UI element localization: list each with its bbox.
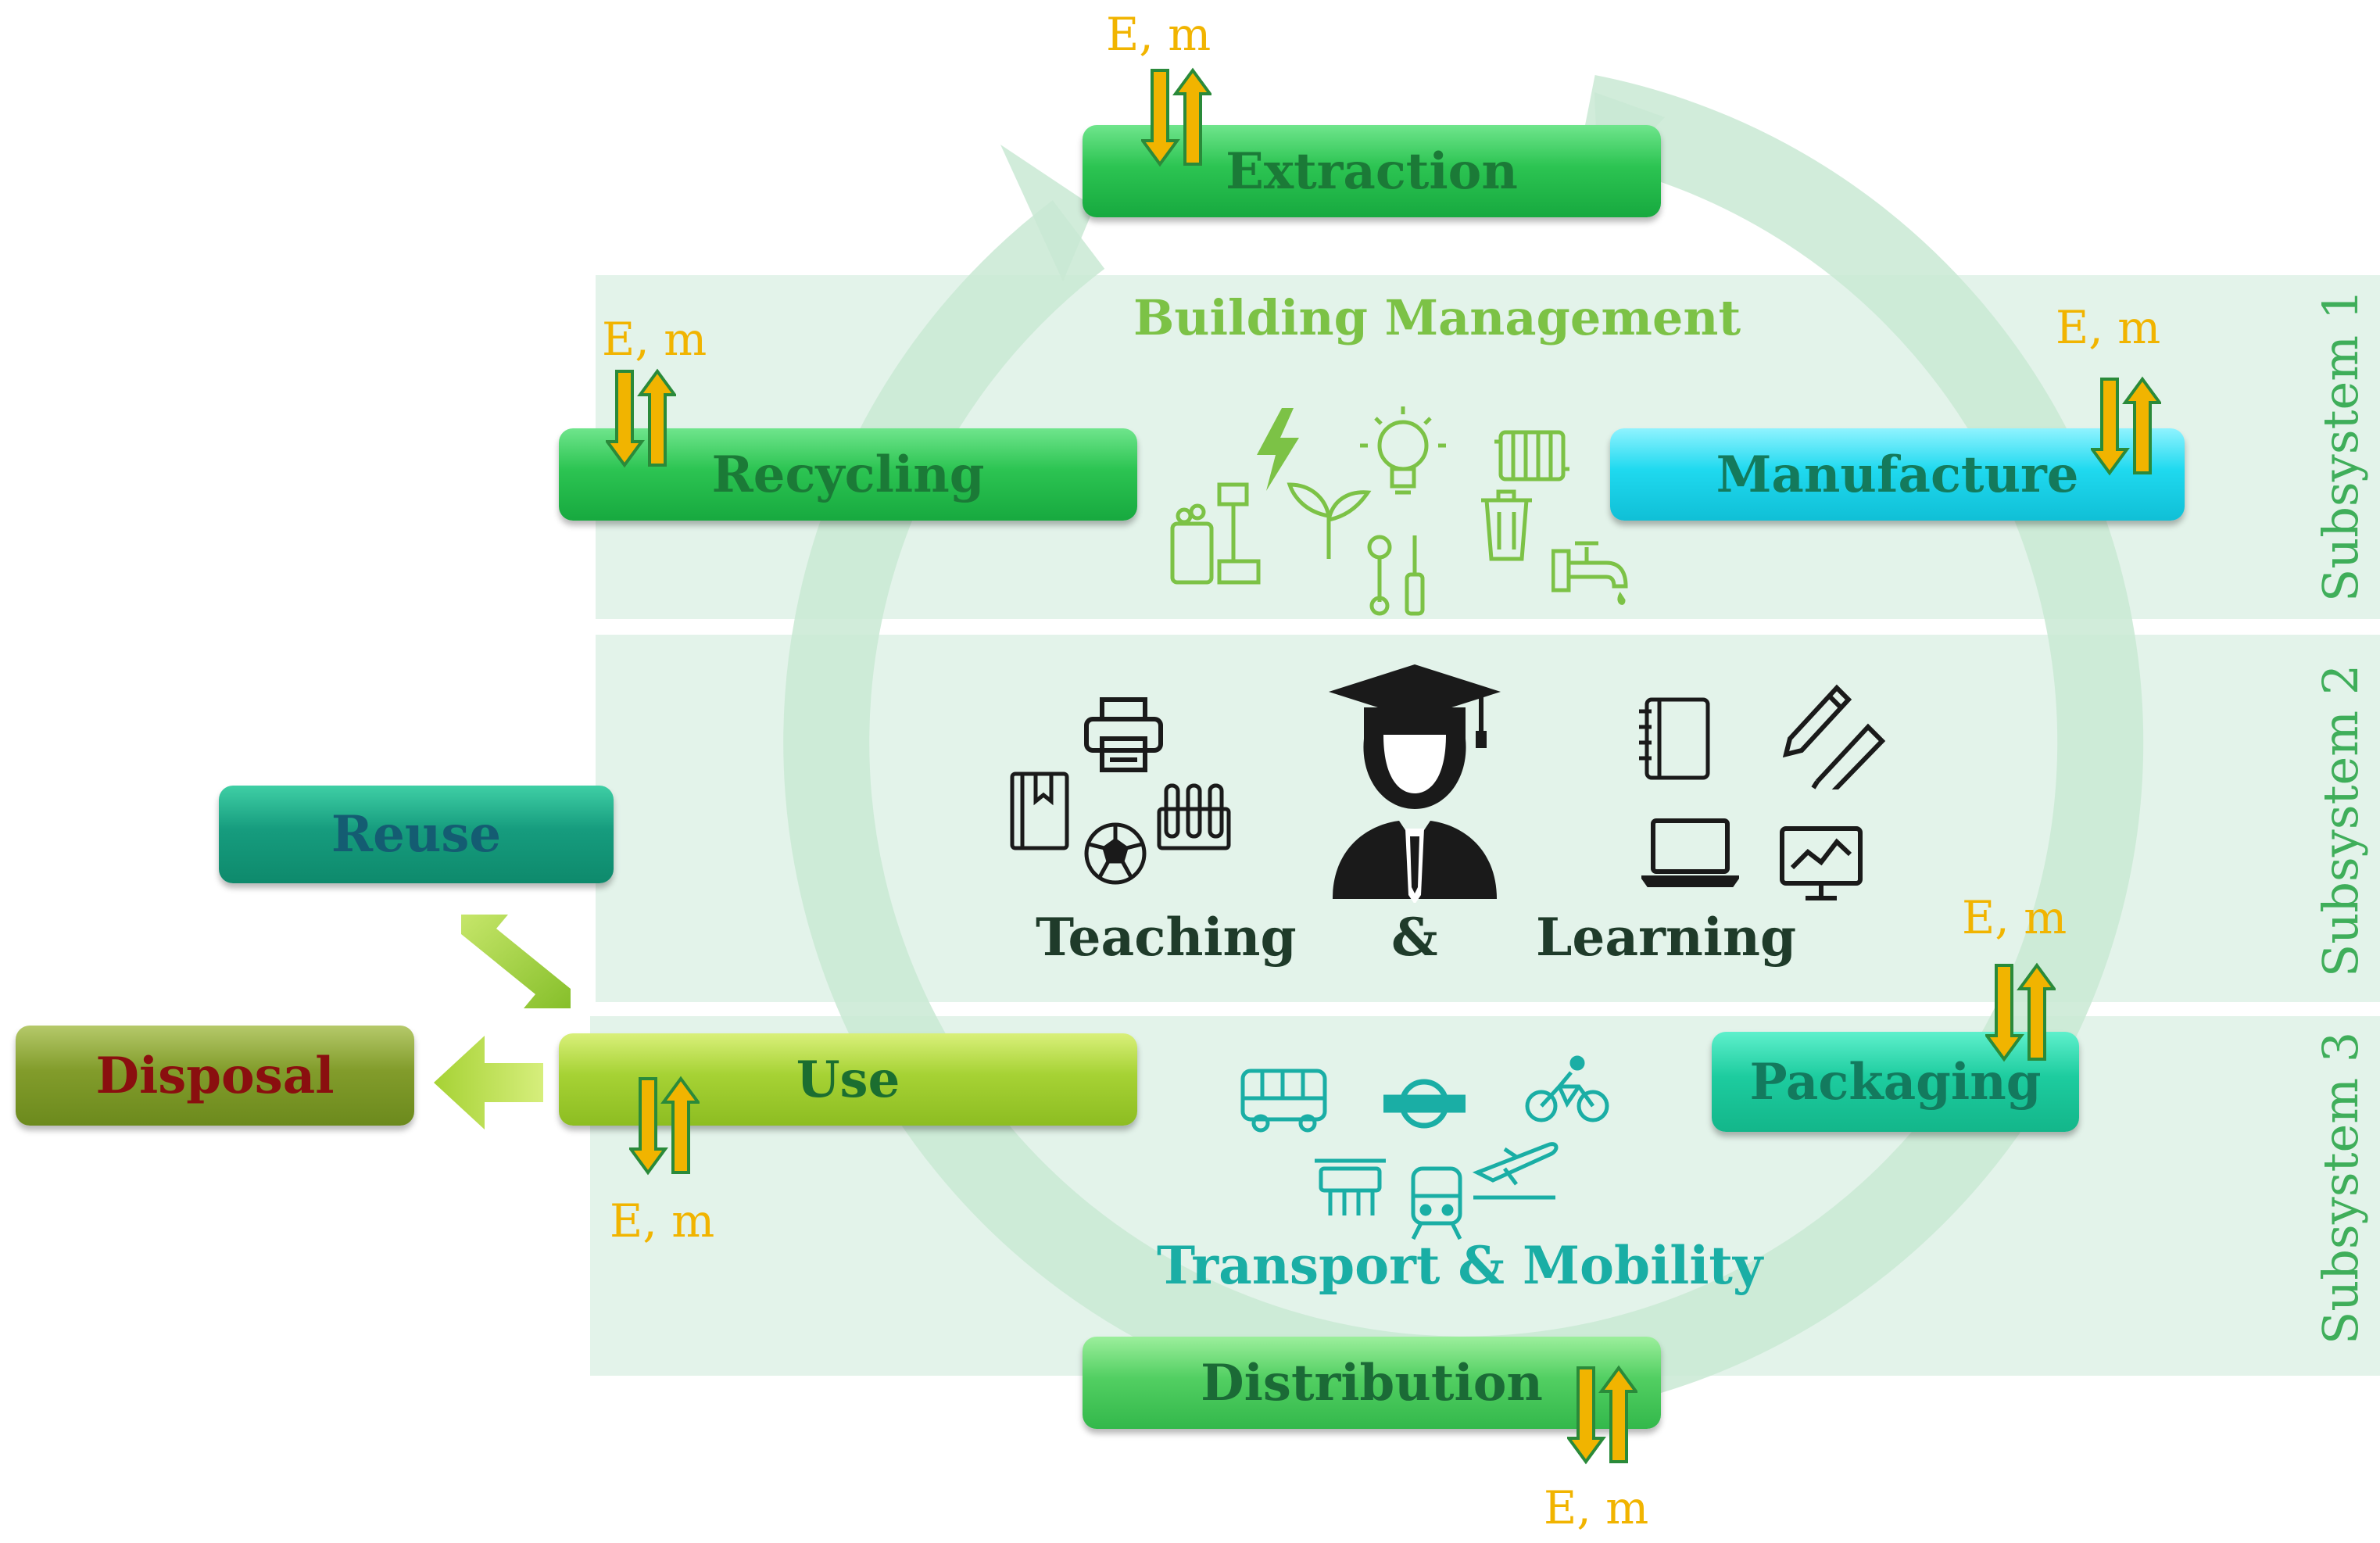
subsystem-2-label: Subsystem 2 — [2312, 664, 2369, 978]
subsystem-1-label: Subsystem 1 — [2312, 288, 2369, 603]
ampersand-title: & — [1391, 907, 1438, 968]
notebook-icon — [1639, 697, 1710, 780]
recycling-label: Recycling — [711, 445, 985, 504]
laptop-icon — [1641, 818, 1739, 887]
disposal-box: Disposal — [16, 1026, 414, 1126]
plant-sprout-icon — [1287, 482, 1372, 559]
packaging-label: Packaging — [1749, 1052, 2042, 1112]
cyclist-icon — [1525, 1055, 1609, 1122]
extraction-label: Extraction — [1226, 141, 1518, 201]
learning-title: Learning — [1536, 907, 1797, 968]
recycling-flow-arrows-icon — [606, 368, 676, 468]
radiator-icon — [1494, 430, 1569, 482]
light-bulb-icon — [1360, 406, 1446, 495]
packaging-flow-label: E, m — [1962, 891, 2067, 944]
extraction-flow-arrows-icon — [1141, 67, 1211, 167]
reuse-box: Reuse — [219, 786, 614, 883]
building-management-title: Building Management — [1133, 289, 1741, 346]
subsystem-3-label: Subsystem 3 — [2312, 1031, 2369, 1345]
distribution-label: Distribution — [1201, 1353, 1543, 1412]
pen-pencil-icon — [1782, 684, 1886, 789]
monitor-chart-icon — [1780, 826, 1863, 900]
underground-roundel-icon — [1383, 1079, 1466, 1129]
distribution-box: Distribution — [1083, 1337, 1661, 1429]
distribution-flow-label: E, m — [1544, 1481, 1649, 1534]
cleaning-supplies-icon — [1170, 482, 1261, 585]
reuse-label: Reuse — [331, 805, 502, 864]
soccer-ball-icon — [1084, 822, 1147, 885]
transport-mobility-title: Transport & Mobility — [1157, 1235, 1763, 1296]
recycling-flow-label: E, m — [602, 313, 707, 366]
bus-icon — [1240, 1069, 1327, 1133]
use-label: Use — [796, 1050, 900, 1109]
teaching-title: Teaching — [1036, 907, 1297, 968]
packaging-box: Packaging — [1712, 1032, 2079, 1132]
manufacture-box: Manufacture — [1610, 428, 2185, 521]
distribution-flow-arrows-icon — [1567, 1365, 1637, 1465]
wrench-screwdriver-icon — [1367, 535, 1425, 616]
use-flow-arrows-icon — [629, 1076, 700, 1176]
reuse-double-arrow-icon — [461, 915, 571, 1008]
book-icon — [1010, 772, 1069, 850]
manufacture-label: Manufacture — [1716, 445, 2079, 504]
trash-bin-icon — [1481, 489, 1532, 561]
test-tubes-icon — [1157, 783, 1231, 850]
manufacture-flow-arrows-icon — [2091, 376, 2161, 476]
use-flow-label: E, m — [610, 1194, 715, 1248]
airplane-takeoff-icon — [1472, 1142, 1559, 1200]
disposal-arrow-icon — [434, 1036, 543, 1130]
graduate-student-icon — [1329, 664, 1501, 903]
water-tap-icon — [1551, 541, 1628, 605]
cable-car-icon — [1315, 1158, 1386, 1215]
packaging-flow-arrows-icon — [1985, 962, 2056, 1062]
extraction-flow-label: E, m — [1106, 8, 1211, 61]
disposal-label: Disposal — [95, 1046, 335, 1105]
printer-icon — [1084, 697, 1163, 772]
lightning-icon — [1257, 408, 1299, 491]
manufacture-flow-label: E, m — [2056, 301, 2161, 354]
train-icon — [1411, 1166, 1462, 1240]
